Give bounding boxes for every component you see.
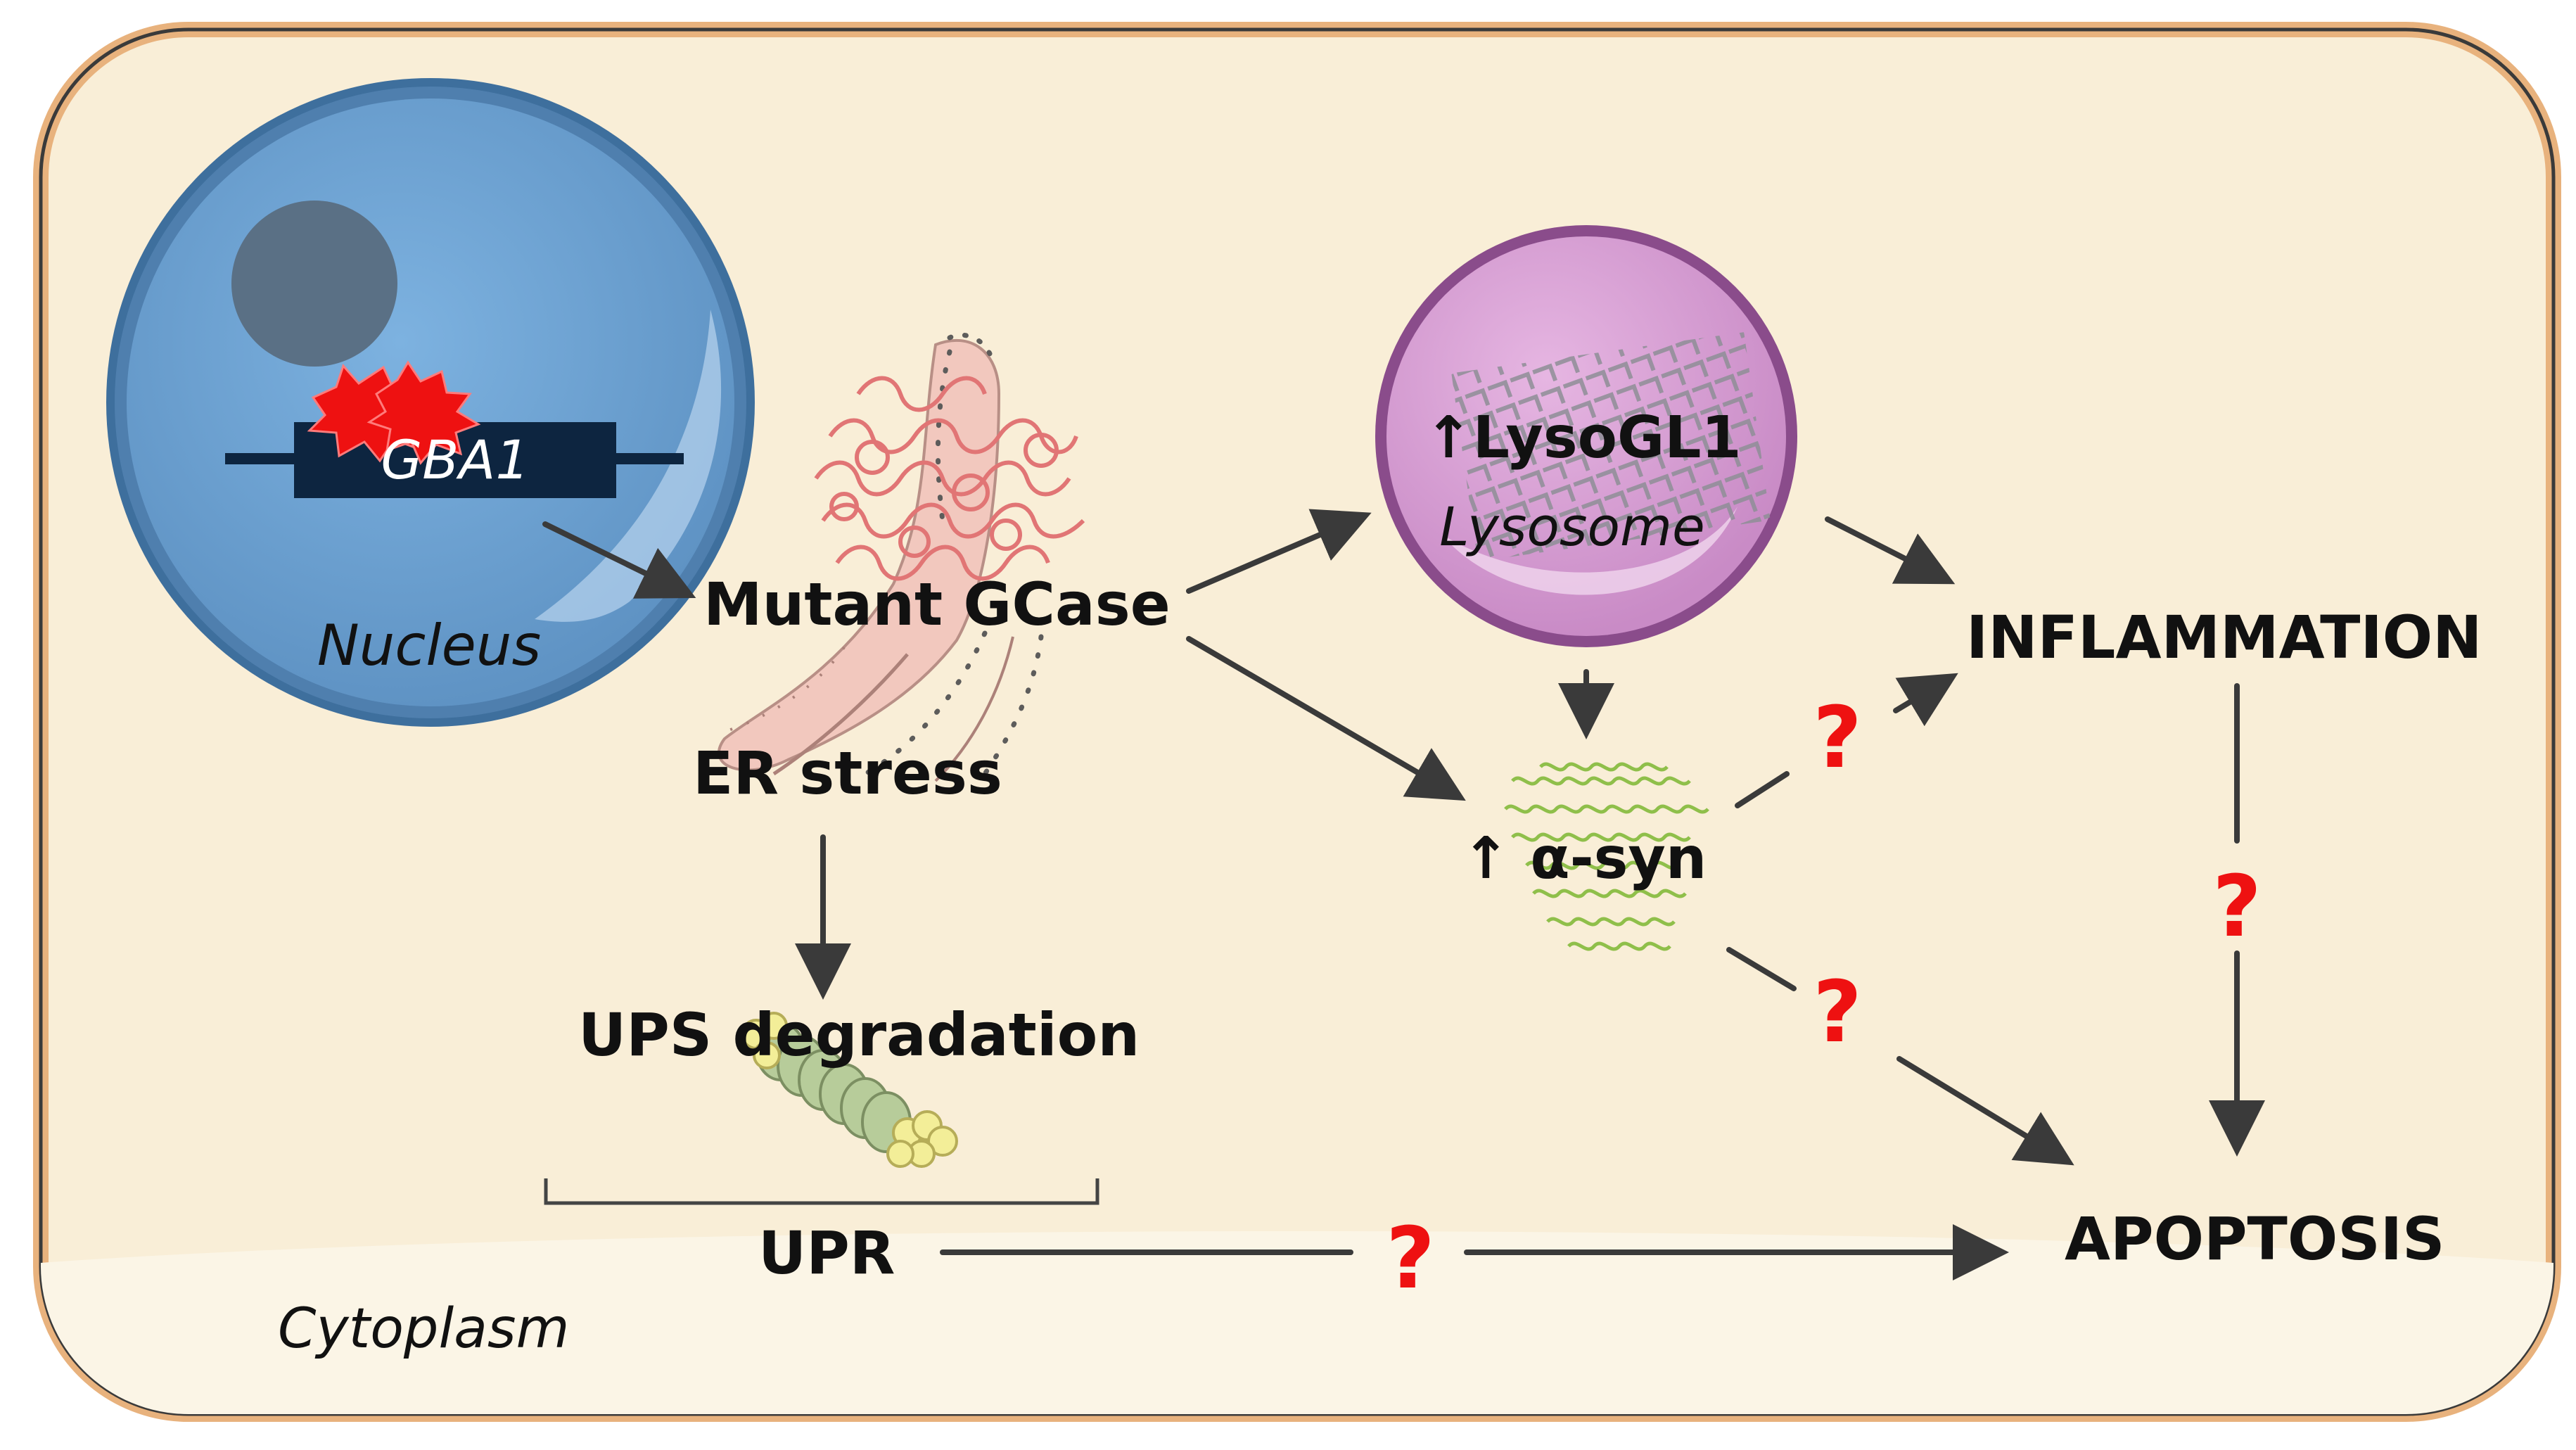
cytoplasm-label: Cytoplasm [278, 1297, 570, 1361]
mutant-gcase-label: Mutant GCase [703, 570, 1171, 639]
arrow-asyn-to-inflammation-b [1893, 673, 1958, 727]
lysosome-label: Lysosome [1439, 495, 1705, 558]
arrow-asyn-to-inflammation-a [1735, 771, 1790, 808]
unknown-link-marker: ? [2212, 858, 2262, 956]
inflammation-label: INFLAMMATION [1966, 603, 2482, 672]
alpha-synuclein-icon [1504, 762, 1709, 951]
upr-bracket [544, 1178, 1099, 1205]
arrow-gene-to-mutant [542, 521, 696, 599]
alpha-syn-label: ↑ α-syn [1462, 825, 1707, 892]
upr-label: UPR [758, 1219, 895, 1287]
arrow-asyn-to-apoptosis-b [1896, 1056, 2074, 1166]
gene-label: GBA1 [381, 428, 529, 491]
nucleolus [231, 201, 397, 367]
er-illustration [718, 332, 1085, 782]
apoptosis-label: APOPTOSIS [2065, 1204, 2445, 1273]
arrow-lysosome-to-inflammation [1825, 516, 1956, 585]
ups-degradation-label: UPS degradation [578, 1000, 1140, 1069]
lipid-aggregate-icon [1451, 332, 1771, 561]
er-stress-label: ER stress [693, 739, 1002, 808]
lysosome [1375, 225, 1797, 647]
arrow-mutant-to-asyn [1186, 636, 1466, 801]
mutation-burst-icon [366, 360, 481, 465]
nucleus-label: Nucleus [317, 613, 541, 678]
arrow-mutant-to-lysosome [1186, 509, 1372, 594]
arrow-asyn-to-apoptosis-a [1726, 947, 1797, 991]
unknown-link-marker: ? [1813, 964, 1862, 1062]
proteasome-icon [741, 1012, 958, 1168]
gcase-protein-icon [814, 376, 1085, 581]
unknown-link-marker: ? [1386, 1210, 1435, 1308]
lysogl1-label: ↑LysoGL1 [1424, 405, 1742, 471]
unknown-link-marker: ? [1813, 689, 1862, 787]
gba1-gene: GBA1 [225, 360, 684, 498]
